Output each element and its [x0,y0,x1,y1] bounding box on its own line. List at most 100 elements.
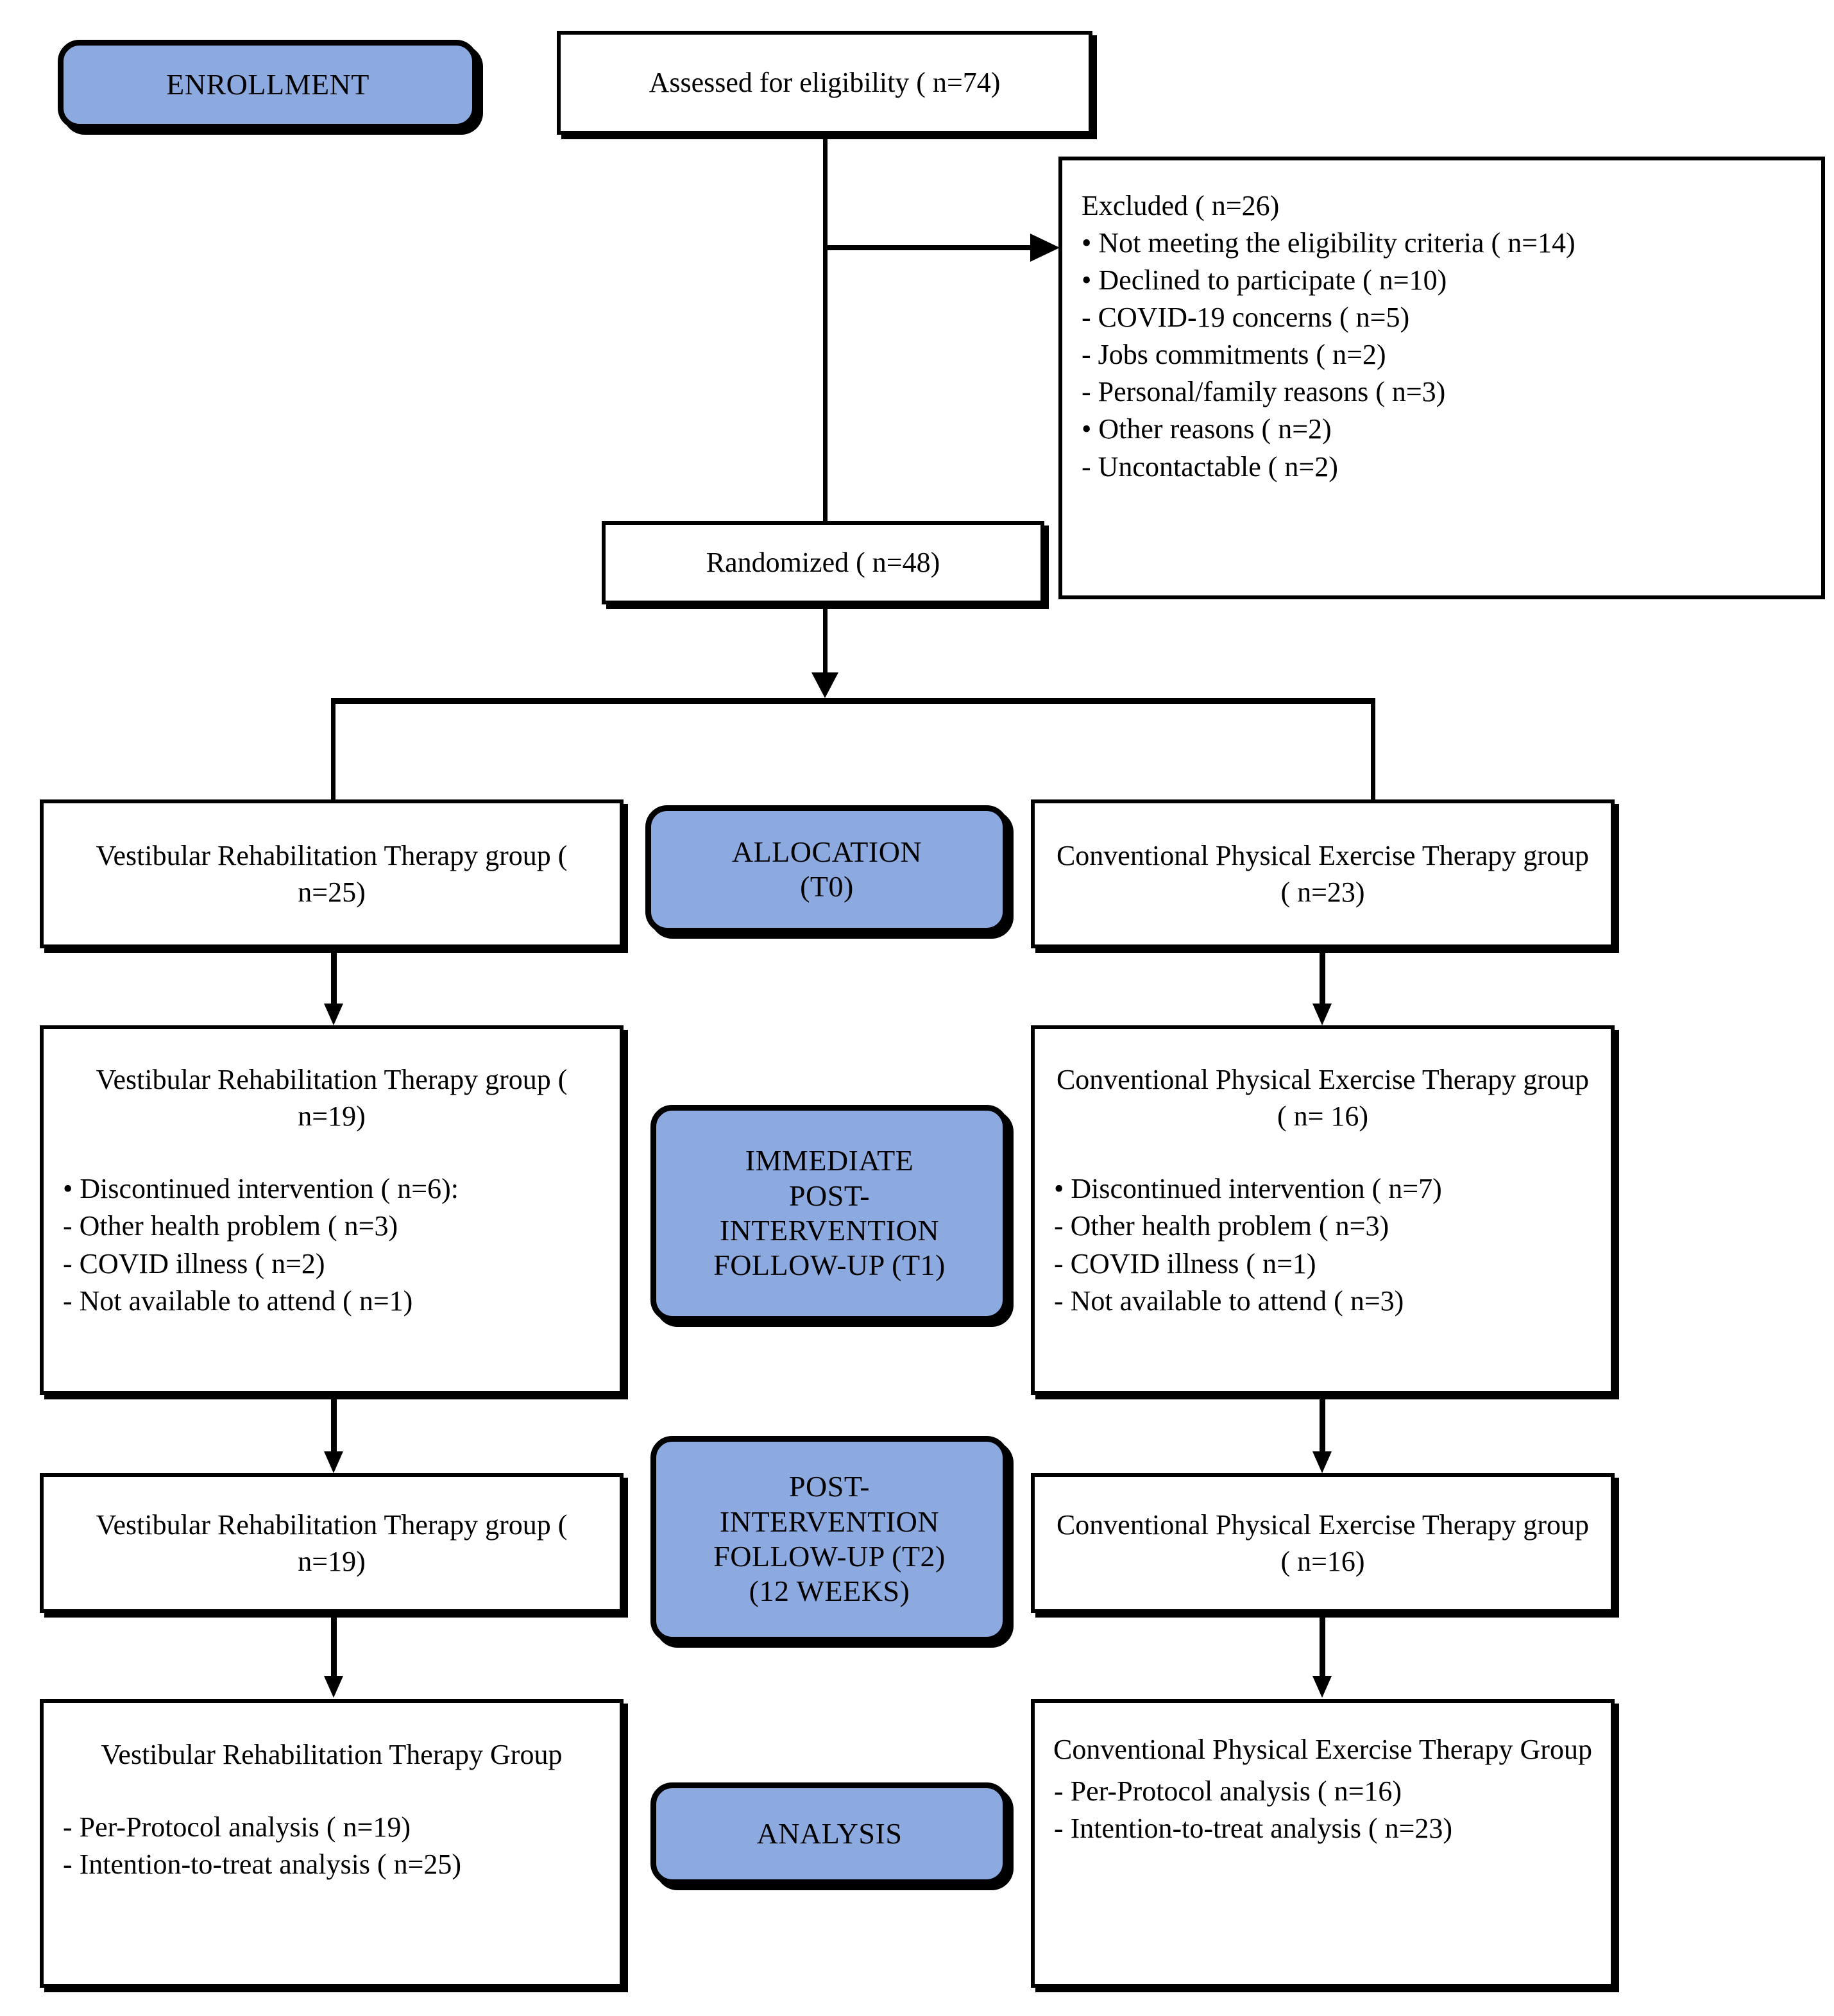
t1-left-line1: Vestibular Rehabilitation Therapy [96,1064,479,1095]
stage-t1-line1: IMMEDIATE [745,1144,914,1177]
t2-left-line2: group ( n=19) [298,1508,568,1577]
connector-right-t2-to-analysis [1320,1613,1325,1679]
stage-t2-text: POST- INTERVENTION FOLLOW-UP (T2) (12 WE… [707,1469,952,1609]
box-t1-vrt-group: Vestibular Rehabilitation Therapy group … [40,1025,624,1395]
connector-randomized-down [823,606,828,676]
box-allocation-cpet-group: Conventional Physical Exercise Therapy g… [1031,799,1615,948]
arrow-left-alloc-to-t1-icon [324,1004,343,1025]
t1-left-item: • Discontinued intervention ( n=6): [63,1173,459,1205]
t1-left-item: - Other health problem ( n=3) [63,1210,398,1242]
box-t2-cpet-group: Conventional Physical Exercise Therapy g… [1031,1473,1615,1613]
t2-left-text: Vestibular Rehabilitation Therapy group … [44,1507,620,1580]
allocation-left-text: Vestibular Rehabilitation Therapy group … [44,837,620,910]
connector-left-alloc-to-t1 [331,948,337,1007]
split-drop-right [1371,698,1375,799]
arrow-left-t1-to-t2-icon [324,1451,343,1473]
stage-t1-text: IMMEDIATE POST- INTERVENTION FOLLOW-UP (… [707,1143,952,1283]
analysis-left-line1: Vestibular Rehabilitation Therapy [101,1739,484,1770]
stage-t2-line1: POST- [788,1470,870,1503]
analysis-left-item: - Per-Protocol analysis ( n=19) [63,1811,411,1843]
t2-right-line1: Conventional Physical Exercise [1056,1508,1416,1541]
box-assessed-for-eligibility: Assessed for eligibility ( n=74) [557,31,1092,135]
arrow-right-alloc-to-t1-icon [1312,1004,1332,1025]
stage-t2-line2: INTERVENTION [719,1505,940,1538]
t1-right-item: - COVID illness ( n=1) [1054,1247,1316,1279]
stage-t1-line4: FOLLOW-UP (T1) [713,1249,946,1282]
excluded-item: • Not meeting the eligibility criteria (… [1082,227,1575,259]
excluded-item: - COVID-19 concerns ( n=5) [1082,302,1410,334]
assessed-text: Assessed for eligibility ( n=74) [649,67,1001,99]
connector-right-t1-to-t2 [1320,1395,1325,1454]
analysis-right-item: - Per-Protocol analysis ( n=16) [1054,1775,1402,1807]
excluded-item: - Uncontactable ( n=2) [1082,450,1338,483]
arrow-right-t1-to-t2-icon [1312,1451,1332,1473]
excluded-header: Excluded ( n=26) [1082,190,1280,221]
spacer [44,1773,620,1809]
t1-right-line2: Therapy group ( n= 16) [1277,1064,1590,1132]
stage-allocation-line1: ALLOCATION [731,835,922,868]
connector-left-t1-to-t2 [331,1395,337,1454]
allocation-left-line2: group ( n=25) [298,839,568,908]
t1-right-line1: Conventional Physical Exercise [1056,1064,1416,1095]
t1-left-line2: group ( n=19) [298,1064,568,1132]
box-analysis-vrt-group: Vestibular Rehabilitation Therapy Group … [40,1699,624,1988]
arrow-randomized-split-icon [811,672,838,698]
t2-left-line1: Vestibular Rehabilitation Therapy [96,1508,479,1541]
box-allocation-vrt-group: Vestibular Rehabilitation Therapy group … [40,799,624,948]
t1-left-item: - COVID illness ( n=2) [63,1247,325,1279]
analysis-left-list: - Per-Protocol analysis ( n=19) - Intent… [44,1809,620,1883]
analysis-left-title: Vestibular Rehabilitation Therapy Group [44,1736,620,1773]
stage-t1-line2: POST- [788,1179,870,1212]
stage-label-analysis: ANALYSIS [650,1782,1008,1885]
stage-enrollment-text: ENROLLMENT [166,67,369,101]
arrow-right-t2-to-analysis-icon [1312,1676,1332,1698]
t1-left-list: • Discontinued intervention ( n=6): - Ot… [44,1170,620,1319]
allocation-right-line1: Conventional Physical Exercise [1056,839,1416,871]
stage-t2-line3: FOLLOW-UP (T2) [713,1540,946,1573]
excluded-item: - Jobs commitments ( n=2) [1082,339,1386,371]
excluded-item: • Declined to participate ( n=10) [1082,264,1447,296]
stage-label-allocation: ALLOCATION (T0) [645,805,1008,934]
t1-right-item: • Discontinued intervention ( n=7) [1054,1173,1442,1205]
t1-right-item: - Not available to attend ( n=3) [1054,1285,1404,1317]
allocation-right-line2: Therapy group ( n=23) [1280,839,1590,908]
t1-left-title: Vestibular Rehabilitation Therapy group … [44,1061,620,1134]
analysis-right-item: - Intention-to-treat analysis ( n=23) [1054,1813,1453,1845]
split-drop-left [331,698,335,799]
t1-left-item: - Not available to attend ( n=1) [63,1285,413,1317]
arrow-left-t2-to-analysis-icon [324,1676,343,1698]
t1-right-title: Conventional Physical Exercise Therapy g… [1035,1061,1611,1134]
allocation-left-line1: Vestibular Rehabilitation Therapy [96,839,479,871]
randomized-text: Randomized ( n=48) [706,547,940,579]
analysis-right-line2: Therapy Group [1418,1734,1592,1765]
split-bar [331,698,1375,704]
allocation-right-text: Conventional Physical Exercise Therapy g… [1035,837,1611,910]
arrow-to-excluded-icon [1030,234,1060,262]
stage-label-t2: POST- INTERVENTION FOLLOW-UP (T2) (12 WE… [650,1436,1008,1643]
connector-to-excluded [828,245,1033,250]
box-randomized: Randomized ( n=48) [602,521,1044,604]
stage-allocation-text: ALLOCATION (T0) [726,835,928,905]
box-t2-vrt-group: Vestibular Rehabilitation Therapy group … [40,1473,624,1613]
t1-right-list: • Discontinued intervention ( n=7) - Oth… [1035,1170,1611,1319]
stage-t1-line3: INTERVENTION [719,1214,940,1247]
connector-left-t2-to-analysis [331,1613,337,1679]
box-t1-cpet-group: Conventional Physical Exercise Therapy g… [1031,1025,1615,1395]
stage-label-t1: IMMEDIATE POST- INTERVENTION FOLLOW-UP (… [650,1105,1008,1322]
analysis-right-line1: Conventional Physical Exercise [1053,1734,1413,1765]
connector-assessed-to-randomized [823,135,828,526]
t2-right-line2: Therapy group ( n=16) [1280,1508,1590,1577]
excluded-list: Excluded ( n=26) • Not meeting the eligi… [1062,187,1821,486]
analysis-left-item: - Intention-to-treat analysis ( n=25) [63,1849,462,1881]
excluded-item: • Other reasons ( n=2) [1082,413,1332,445]
t2-right-text: Conventional Physical Exercise Therapy g… [1035,1507,1611,1580]
stage-analysis-text: ANALYSIS [756,1816,903,1850]
analysis-left-line2: Group [490,1739,563,1770]
box-analysis-cpet-group: Conventional Physical Exercise Therapy G… [1031,1699,1615,1988]
connector-right-alloc-to-t1 [1320,948,1325,1007]
spacer [1035,1134,1611,1170]
box-excluded: Excluded ( n=26) • Not meeting the eligi… [1058,157,1825,599]
stage-allocation-line2: (T0) [800,870,854,903]
stage-label-enrollment: ENROLLMENT [58,40,478,130]
